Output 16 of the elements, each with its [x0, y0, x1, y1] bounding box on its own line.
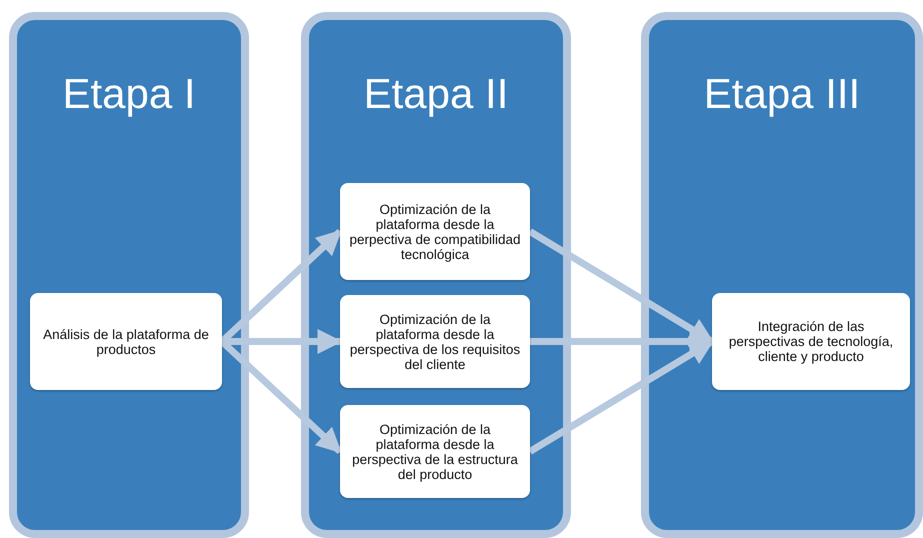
box-text: Integración de las perspectivas de tecnología, cliente y producto [728, 319, 894, 364]
stage-heading: Etapa III [702, 70, 862, 118]
stage-panel [301, 12, 571, 538]
box-text: Optimización de la plataforma desde la perspectiva de los requisitos del cliente [348, 312, 522, 372]
process-box [340, 183, 530, 280]
process-box [30, 293, 222, 390]
process-box [712, 293, 910, 390]
stage-panel [641, 12, 923, 538]
box-text: Optimización de la plataforma desde la perspectiva de la estructura del producto [351, 422, 519, 482]
process-box [340, 295, 530, 388]
box-text: Análisis de la plataforma de productos [42, 326, 210, 356]
process-box [340, 405, 530, 498]
stage-heading: Etapa I [61, 70, 197, 118]
stage-panel [9, 12, 249, 538]
stage-heading: Etapa II [362, 70, 510, 118]
box-text: Optimización de la plataforma desde la perpectiva de compatibilidad tecnológica [348, 202, 522, 262]
